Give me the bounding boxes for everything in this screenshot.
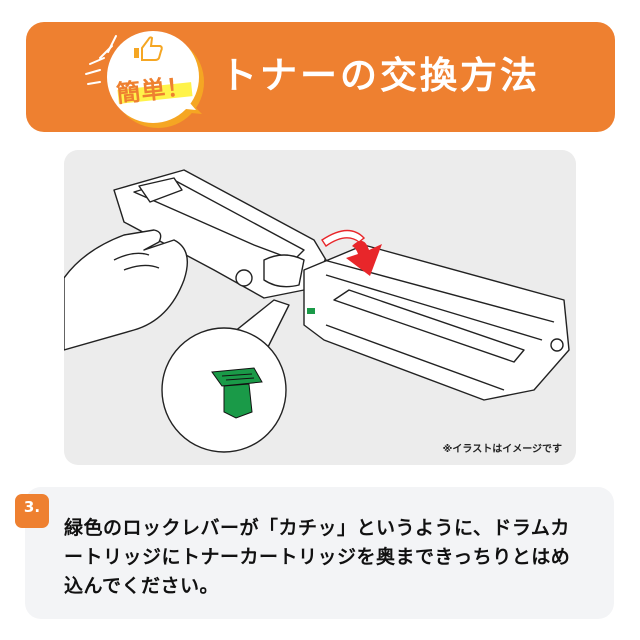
step-number-badge: 3. <box>15 494 49 528</box>
lock-lever-small <box>307 308 315 314</box>
illustration-panel: ※イラストはイメージです <box>64 150 576 465</box>
thumbs-up-icon <box>134 36 163 61</box>
illustration-disclaimer: ※イラストはイメージです <box>442 444 562 455</box>
insert-direction-arrow <box>321 229 382 276</box>
instruction-text: 緑色のロックレバーが「カチッ」というように、ドラムカートリッジにトナーカートリッ… <box>64 517 571 597</box>
hand <box>64 229 188 351</box>
lock-lever-zoomed <box>211 367 263 419</box>
emphasis-rays-icon <box>85 35 117 85</box>
toner-installation-illustration <box>64 169 570 453</box>
instruction-card <box>25 487 614 619</box>
page-title: トナーの交換方法 <box>220 54 540 97</box>
easy-badge: 簡単！ <box>80 22 210 132</box>
